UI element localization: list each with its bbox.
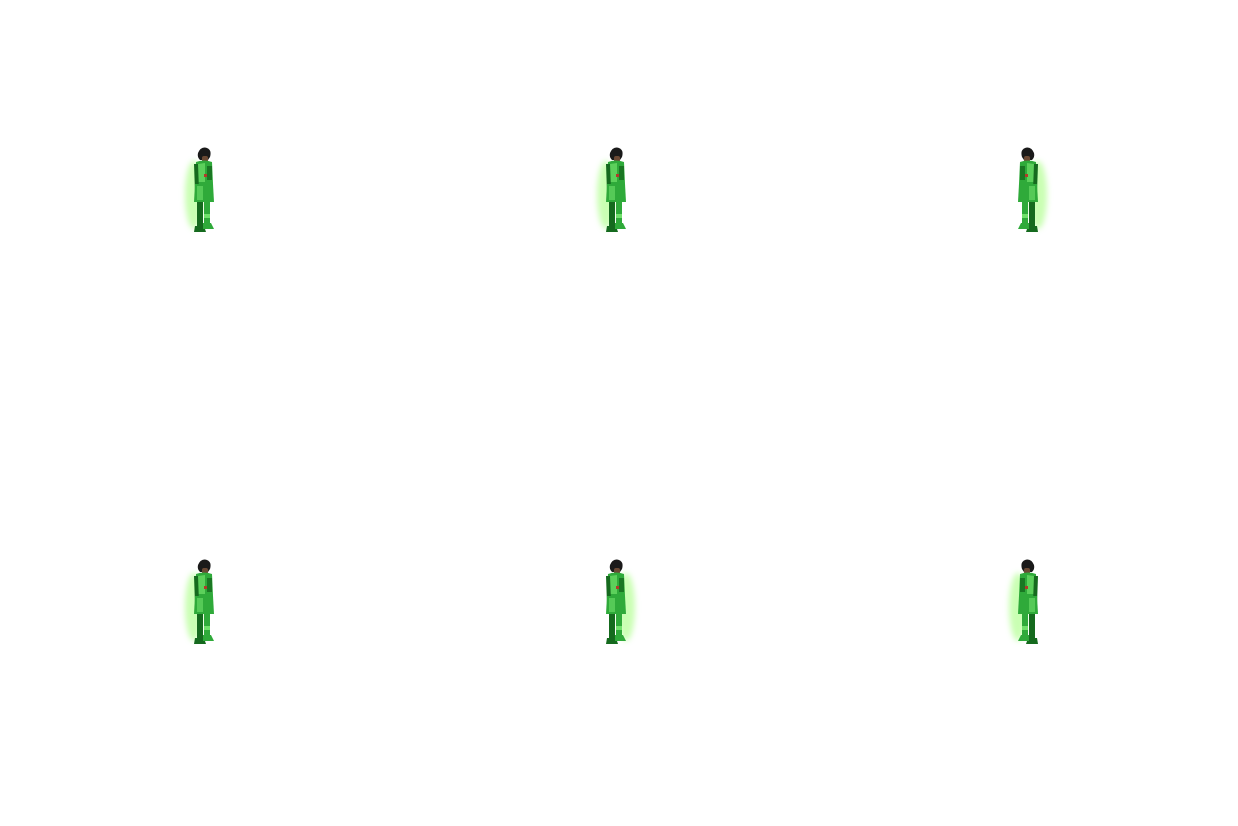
leg-back (1029, 202, 1035, 226)
torso-highlight (609, 575, 617, 594)
belt-gem (204, 174, 207, 177)
torso-shadow (619, 578, 624, 592)
face (614, 568, 620, 574)
leg-front (1022, 614, 1028, 636)
torso-highlight (197, 575, 205, 594)
character-sprite (597, 147, 626, 232)
leg-front (1022, 202, 1028, 224)
leg-back (609, 202, 615, 226)
leg-front (204, 614, 210, 636)
tassets-highlight (1029, 598, 1035, 612)
leg-back (197, 202, 203, 226)
torso-highlight (1027, 575, 1035, 594)
character-sprite-frame-5 (586, 552, 646, 662)
character-sprite (185, 147, 214, 232)
torso-shadow (619, 166, 624, 180)
torso-shadow (207, 166, 212, 180)
character-sprite-frame-2 (586, 140, 646, 250)
torso-shadow (1020, 166, 1025, 180)
character-sprite (1009, 559, 1038, 644)
knee-guard (616, 626, 622, 630)
character-sprite (185, 559, 214, 644)
character-body (185, 559, 214, 644)
torso-shadow (1020, 578, 1025, 592)
boot-front (203, 223, 214, 229)
knee-guard (1022, 214, 1028, 218)
character-sprite-frame-3 (998, 140, 1058, 250)
belt-gem (1025, 174, 1028, 177)
torso-shadow (207, 578, 212, 592)
leg-front (616, 614, 622, 636)
character-body (606, 559, 635, 644)
belt-gem (1025, 586, 1028, 589)
tassets-highlight (609, 186, 615, 200)
leg-front (204, 202, 210, 224)
belt-gem (204, 586, 207, 589)
belt-gem (616, 174, 619, 177)
character-sprite (1018, 147, 1047, 232)
character-body (1009, 559, 1038, 644)
leg-back (1029, 614, 1035, 638)
leg-back (609, 614, 615, 638)
character-sprite-frame-1 (174, 140, 234, 250)
knee-guard (1022, 626, 1028, 630)
torso-highlight (609, 163, 617, 182)
belt-gem (616, 586, 619, 589)
character-body (1018, 147, 1047, 232)
tassets-highlight (197, 598, 203, 612)
boot-front (615, 635, 626, 641)
face (1024, 568, 1030, 574)
tassets-highlight (609, 598, 615, 612)
boot-front (1018, 635, 1029, 641)
boot-front (1018, 223, 1029, 229)
leg-front (616, 202, 622, 224)
character-body (597, 147, 626, 232)
torso-highlight (197, 163, 205, 182)
boot-front (615, 223, 626, 229)
knee-guard (204, 214, 210, 218)
torso-highlight (1027, 163, 1035, 182)
knee-guard (616, 214, 622, 218)
boot-front (203, 635, 214, 641)
character-body (185, 147, 214, 232)
leg-back (197, 614, 203, 638)
character-sprite (606, 559, 635, 644)
character-sprite-frame-6 (998, 552, 1058, 662)
face (1024, 156, 1030, 162)
face (202, 156, 208, 162)
knee-guard (204, 626, 210, 630)
face (202, 568, 208, 574)
character-sprite-frame-4 (174, 552, 234, 662)
tassets-highlight (197, 186, 203, 200)
face (614, 156, 620, 162)
tassets-highlight (1029, 186, 1035, 200)
